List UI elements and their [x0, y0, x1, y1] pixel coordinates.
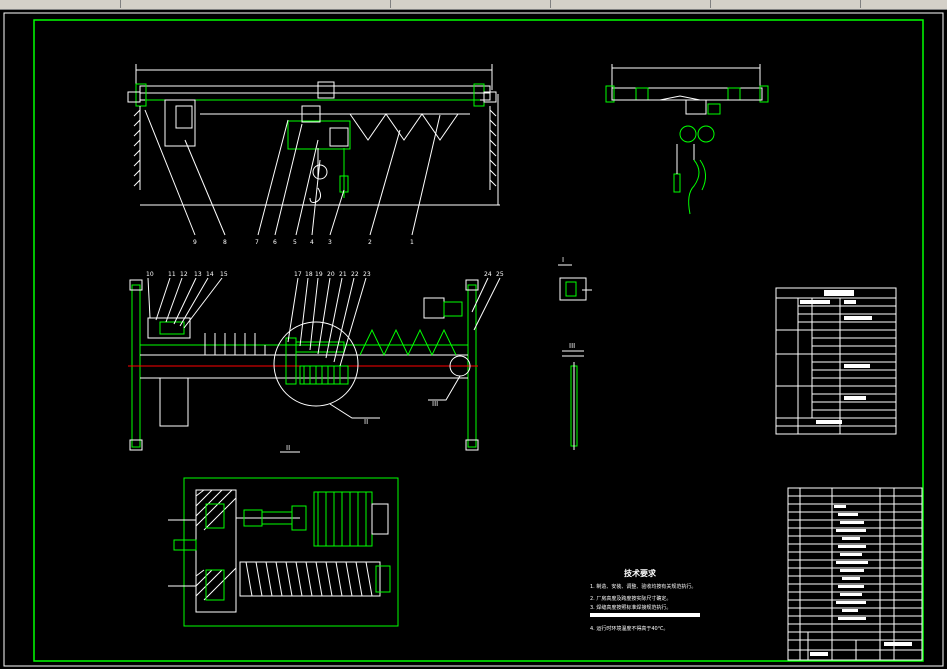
plan-view-callouts: 10 11 12 13 14 15 17 18 19 20 21 22 23 2…	[146, 271, 504, 452]
callout-number: 2	[368, 239, 372, 246]
callout-number: 3	[328, 239, 332, 246]
callout-number: 12	[180, 271, 188, 278]
parameter-table	[775, 287, 897, 435]
callout-number: 4	[310, 239, 314, 246]
view-label: II	[286, 444, 290, 452]
callout-number: 25	[496, 271, 504, 278]
callout-number: 15	[220, 271, 228, 278]
section-label: I	[562, 256, 564, 264]
toolbar-segment[interactable]	[550, 0, 711, 8]
tech-requirement-item: 2. 厂房高度及跨度按实际尺寸确定。	[590, 595, 671, 602]
technical-requirements: 技术要求 1. 制造、安装、调整、验收均按有关规范执行。 2. 厂房高度及跨度按…	[590, 568, 700, 632]
title-block	[787, 487, 923, 661]
callout-number: 23	[363, 271, 371, 278]
callout-number: 19	[315, 271, 323, 278]
side-view	[605, 64, 769, 215]
tech-requirement-item: 3. 焊缝高度按照标准焊接规范执行。	[590, 604, 671, 611]
callout-number: 21	[339, 271, 347, 278]
toolbar-segment[interactable]	[390, 0, 551, 8]
tech-requirement-item: 4. 运行时环境温度不得高于40℃。	[590, 625, 668, 632]
toolbar-segment[interactable]	[710, 0, 861, 8]
plan-view	[128, 277, 501, 453]
sheet-outer-border	[3, 12, 944, 667]
section-iii-view: III	[562, 342, 584, 450]
callout-number: 22	[351, 271, 359, 278]
callout-number: 9	[193, 239, 197, 246]
callout-number: 11	[168, 271, 176, 278]
tech-requirement-item: 1. 制造、安装、调整、验收均按有关规范执行。	[590, 583, 696, 590]
main-view-callouts: 9 8 7 6 5 4 3 2 1	[193, 239, 414, 246]
sheet-inner-frame	[33, 19, 924, 662]
hoist-mechanism-detail	[168, 477, 399, 627]
callout-number: 8	[223, 239, 227, 246]
callout-number: 24	[484, 271, 492, 278]
callout-number: 13	[194, 271, 202, 278]
toolbar-segment[interactable]	[120, 0, 391, 8]
section-i-view: I	[558, 256, 592, 301]
callout-number: 6	[273, 239, 277, 246]
callout-number: 7	[255, 239, 259, 246]
callout-number: 17	[294, 271, 302, 278]
viewer-toolbar	[0, 0, 947, 10]
callout-number: 1	[410, 239, 414, 246]
toolbar-segment[interactable]	[0, 0, 121, 8]
callout-number: 10	[146, 271, 154, 278]
callout-number: 14	[206, 271, 214, 278]
main-elevation-view	[127, 64, 500, 236]
detail-label: III	[432, 400, 438, 408]
callout-number: 20	[327, 271, 335, 278]
callout-number: 18	[305, 271, 313, 278]
section-label: III	[569, 342, 575, 350]
cad-drawing-canvas[interactable]: 9 8 7 6 5 4 3 2 1	[0, 10, 947, 669]
callout-number: 5	[293, 239, 297, 246]
detail-label: II	[364, 418, 368, 426]
tech-requirements-title: 技术要求	[624, 568, 657, 578]
